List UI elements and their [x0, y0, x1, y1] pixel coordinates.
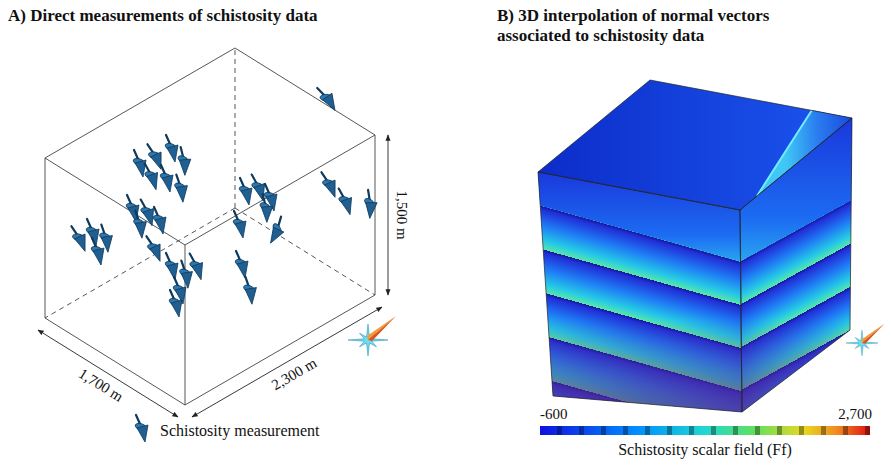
label-text: A) Direct measurements of schistosity da… [8, 6, 318, 26]
compass-rose [846, 324, 884, 356]
label-text: 2,700 [838, 405, 872, 423]
panel-heading: A) Direct measurements of schistosity da… [8, 6, 318, 26]
colorbar-title: Schistosity scalar field (Ff) [618, 440, 792, 459]
label-text: -600 [540, 405, 568, 423]
colorbar-tick: 2,700 [838, 405, 872, 423]
measurement-box [45, 48, 375, 405]
legend-text: Schistosity measurement [160, 422, 320, 439]
legend-item: Schistosity measurement [160, 421, 320, 440]
label-text: Schistosity scalar field (Ff) [618, 440, 792, 459]
colorbar-tick: -600 [540, 405, 568, 423]
schistosity-symbols [70, 84, 380, 317]
label-text: 2,300 m [268, 354, 320, 394]
legend-symbol [134, 415, 148, 442]
dimension-label: 1,700 m [75, 365, 126, 406]
dimension-lines [38, 135, 388, 417]
colorbar [540, 426, 870, 435]
label-text: 1,500 m [393, 190, 411, 239]
label-text: B) 3D interpolation of normal vectors as… [497, 6, 837, 47]
scalar-field-block [530, 80, 860, 420]
label-text: 1,700 m [75, 365, 126, 406]
panel-heading: B) 3D interpolation of normal vectors as… [497, 6, 837, 47]
compass-rose [348, 316, 396, 356]
dimension-label: 1,500 m [393, 190, 411, 239]
dimension-label: 2,300 m [268, 354, 320, 394]
